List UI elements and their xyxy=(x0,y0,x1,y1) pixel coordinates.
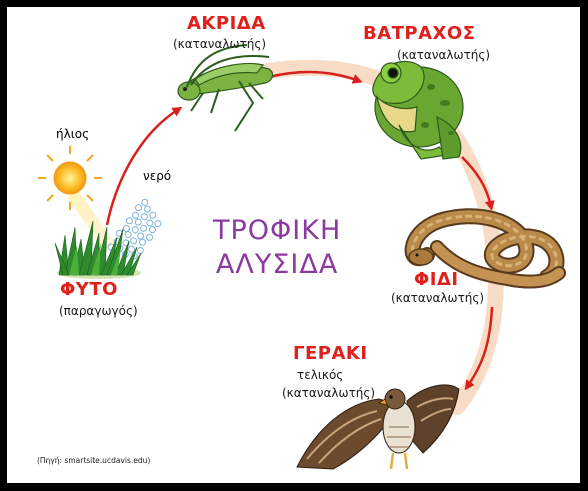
hawk-role-top: τελικός xyxy=(297,368,343,382)
grasshopper-icon xyxy=(178,45,272,131)
snake-role: (καταναλωτής) xyxy=(391,291,484,305)
hawk-name: ΓΕΡΑΚΙ xyxy=(293,343,368,364)
frog-name: ΒΑΤΡΑΧΟΣ xyxy=(363,23,476,44)
plant-role: (παραγωγός) xyxy=(59,304,138,318)
water-label: νερό xyxy=(143,169,171,183)
plant-name: ΦΥΤΟ xyxy=(60,279,118,300)
grasshopper-role: (καταναλωτής) xyxy=(173,37,266,51)
frog-role: (καταναλωτής) xyxy=(397,48,490,62)
frog-icon xyxy=(373,61,463,159)
source-note: (Πηγή: smartsite.ucdavis.edu) xyxy=(37,456,150,465)
snake-name: ΦΙΔΙ xyxy=(414,269,459,290)
arrow-plant-to-grasshopper xyxy=(107,109,179,225)
diagram-title: ΤΡΟΦΙΚΗ ΑΛΥΣΙΔΑ xyxy=(213,214,341,282)
title-line-2: ΑΛΥΣΙΔΑ xyxy=(213,248,341,282)
food-chain-diagram: ήλιος νερό ΦΥΤΟ (παραγωγός) ΑΚΡΙΔΑ (κατα… xyxy=(7,7,580,483)
sun-label: ήλιος xyxy=(56,127,89,141)
grasshopper-name: ΑΚΡΙΔΑ xyxy=(187,13,266,34)
title-line-1: ΤΡΟΦΙΚΗ xyxy=(213,214,341,248)
hawk-role: (καταναλωτής) xyxy=(282,386,375,400)
